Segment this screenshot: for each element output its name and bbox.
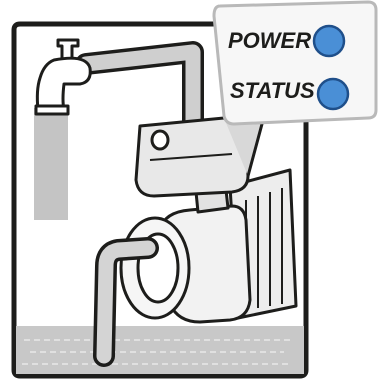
water-basin <box>16 326 304 374</box>
power-led-icon <box>314 26 344 56</box>
water-stream <box>34 108 68 220</box>
power-label: POWER <box>228 28 311 53</box>
indicator-panel: POWER STATUS <box>214 2 376 124</box>
status-led-icon <box>318 79 348 109</box>
indicator-panel-frame <box>214 2 376 124</box>
status-label: STATUS <box>230 78 315 103</box>
